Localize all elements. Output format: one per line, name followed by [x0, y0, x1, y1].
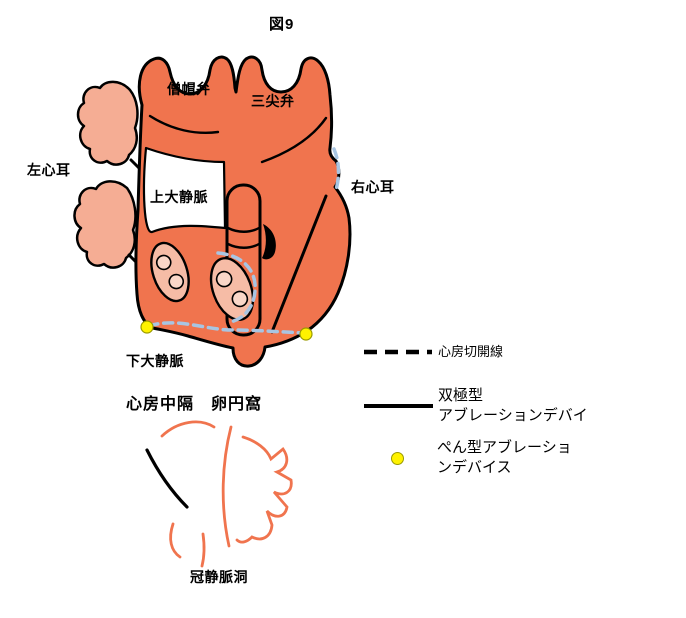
coronary-sinus-sketch [145, 420, 293, 568]
solid-line-icon [364, 404, 433, 408]
dashed-line-icon [364, 349, 432, 355]
legend-label-pen-device: ぺん型アブレーショ ンデバイス [437, 438, 572, 478]
legend-label-pen-line1: ぺん型アブレーショ [437, 439, 572, 456]
label-left-atrial-appendage: 左心耳 [27, 162, 71, 178]
pulmonary-vein-ostium-right [209, 257, 255, 321]
legend-label-pen-line2: ンデバイス [437, 459, 512, 476]
pulmonary-vein-ostium-left [150, 241, 190, 303]
dark-crescent-shape [262, 224, 276, 260]
svc-ring-line-1 [226, 226, 261, 233]
bipolar-ablation-device-line [270, 194, 328, 334]
label-atrial-septum-fossa-ovalis: 心房中隔 卵円窩 [126, 396, 263, 413]
label-tricuspid-valve: 三尖弁 [251, 93, 295, 109]
sketch-black-curve [145, 448, 189, 509]
legend-label-bipolar-line2: アブレーションデバイ [438, 407, 588, 424]
label-superior-vena-cava: 上大静脈 [150, 189, 208, 205]
left-appendage-upper-lobe [76, 80, 139, 166]
incision-line-bottom [147, 321, 306, 335]
pen-device-marker-right [299, 327, 313, 341]
pen-device-marker-left [140, 320, 154, 334]
incision-line-around-ostium [216, 251, 257, 324]
legend-label-bipolar-line1: 双極型 [438, 387, 484, 404]
sketch-right-branches [235, 435, 293, 544]
sketch-top-arc [160, 420, 216, 438]
label-inferior-vena-cava: 下大静脈 [126, 353, 184, 369]
legend-item-bipolar-device: 双極型 アブレーションデバイ [362, 386, 588, 426]
yellow-dot-icon [391, 451, 404, 465]
sketch-bottom-left-arc [169, 522, 182, 559]
legend-label-bipolar-device: 双極型 アブレーションデバイ [438, 386, 588, 426]
atria-interior-gap [142, 146, 227, 234]
sketch-bottom-line [200, 532, 206, 568]
label-right-atrial-appendage: 右心耳 [351, 179, 395, 195]
sketch-left-vessel [221, 425, 233, 548]
left-appendage-lower-lobe [73, 180, 137, 269]
svc-ring-line-2 [226, 242, 261, 249]
atrial-roof-contour-left [148, 114, 220, 135]
legend-item-pen-device: ぺん型アブレーショ ンデバイス [362, 438, 572, 478]
label-coronary-sinus: 冠静脈洞 [190, 569, 248, 585]
legend-item-incision-line: 心房切開線 [362, 344, 503, 360]
figure-title: 図9 [269, 16, 295, 33]
incision-line-right-notch [332, 147, 341, 192]
label-mitral-valve: 僧帽弁 [167, 81, 211, 97]
atrial-roof-contour-right [260, 116, 328, 164]
legend-label-incision-line: 心房切開線 [438, 344, 504, 359]
